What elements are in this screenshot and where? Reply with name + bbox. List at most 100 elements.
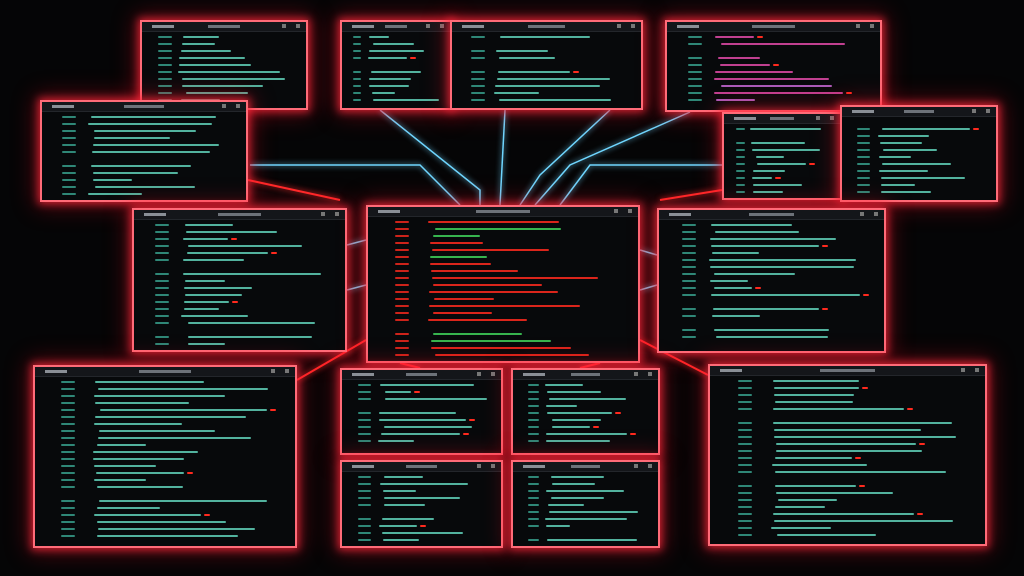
line-number	[857, 156, 870, 158]
terminal-output	[142, 32, 306, 108]
tab-label[interactable]	[144, 213, 166, 216]
tab-label[interactable]	[720, 369, 742, 372]
title-bar[interactable]	[142, 22, 306, 32]
terminal-window[interactable]	[708, 364, 987, 546]
line-number	[357, 433, 371, 435]
title-bar[interactable]	[134, 210, 345, 220]
window-controls[interactable]	[961, 368, 979, 372]
terminal-window-main[interactable]	[366, 205, 640, 363]
window-controls[interactable]	[634, 372, 652, 376]
window-controls[interactable]	[634, 464, 652, 468]
tab-label[interactable]	[52, 105, 74, 108]
line-number	[395, 312, 409, 314]
terminal-window[interactable]	[33, 365, 297, 548]
terminal-window[interactable]	[511, 460, 660, 548]
line-number	[352, 50, 362, 52]
code-line	[97, 528, 256, 530]
cyan-wire	[499, 109, 506, 206]
terminal-window[interactable]	[657, 208, 886, 353]
terminal-window[interactable]	[511, 368, 660, 455]
title-bar[interactable]	[724, 114, 840, 124]
code-line	[749, 128, 821, 130]
tab-label[interactable]	[852, 110, 874, 113]
cyan-wire	[534, 111, 691, 206]
code-line	[772, 408, 905, 410]
tab-label[interactable]	[45, 370, 67, 373]
line-number	[857, 184, 870, 186]
line-number	[155, 280, 170, 282]
line-number	[155, 259, 170, 261]
tab-label[interactable]	[734, 117, 756, 120]
title-bar[interactable]	[35, 367, 295, 377]
title-bar[interactable]	[842, 107, 996, 117]
line-number	[61, 437, 75, 439]
terminal-window[interactable]	[40, 100, 248, 202]
tab-label[interactable]	[523, 465, 545, 468]
terminal-window[interactable]	[665, 20, 882, 112]
terminal-window[interactable]	[840, 105, 998, 202]
window-controls[interactable]	[222, 104, 240, 108]
line-number	[357, 532, 371, 534]
line-number	[737, 443, 752, 445]
tab-label[interactable]	[378, 210, 400, 213]
terminal-window[interactable]	[340, 368, 503, 455]
title-bar[interactable]	[710, 366, 985, 376]
line-number	[395, 256, 409, 258]
code-line	[183, 259, 245, 261]
window-controls[interactable]	[271, 369, 289, 373]
title-bar[interactable]	[42, 102, 246, 112]
window-controls[interactable]	[477, 464, 495, 468]
line-number	[735, 184, 745, 186]
terminal-window[interactable]	[722, 112, 842, 200]
window-controls[interactable]	[282, 24, 300, 28]
window-controls[interactable]	[614, 209, 632, 213]
window-controls[interactable]	[856, 24, 874, 28]
line-number	[737, 499, 752, 501]
code-line	[708, 259, 856, 261]
terminal-window[interactable]	[450, 20, 643, 110]
line-number	[158, 92, 172, 94]
tab-label[interactable]	[677, 25, 699, 28]
terminal-window[interactable]	[132, 208, 347, 352]
terminal-window[interactable]	[140, 20, 308, 110]
line-number	[681, 308, 696, 310]
cyan-wire	[639, 284, 658, 291]
code-line	[551, 476, 605, 478]
tab-label[interactable]	[152, 25, 174, 28]
title-bar[interactable]	[342, 370, 501, 380]
window-controls[interactable]	[860, 212, 878, 216]
window-controls[interactable]	[426, 24, 444, 28]
title-bar[interactable]	[342, 462, 501, 472]
title-bar[interactable]	[667, 22, 880, 32]
terminal-output	[667, 32, 880, 110]
red-wire	[247, 179, 341, 201]
terminal-window[interactable]	[340, 20, 452, 110]
line-number	[155, 287, 170, 289]
code-line	[494, 85, 600, 87]
tab-label[interactable]	[352, 373, 374, 376]
window-controls[interactable]	[617, 24, 635, 28]
title-bar[interactable]	[513, 462, 658, 472]
line-number	[527, 483, 540, 485]
code-line	[880, 191, 931, 193]
code-line	[709, 238, 837, 240]
title-bar[interactable]	[342, 22, 450, 32]
title-bar[interactable]	[368, 207, 638, 217]
window-controls[interactable]	[972, 109, 990, 113]
terminal-window[interactable]	[340, 460, 503, 548]
line-number	[470, 71, 485, 73]
title-bar[interactable]	[513, 370, 658, 380]
title-bar[interactable]	[452, 22, 641, 32]
window-controls[interactable]	[321, 212, 339, 216]
line-number	[61, 535, 75, 537]
tab-label[interactable]	[352, 465, 374, 468]
tab-label[interactable]	[523, 373, 545, 376]
line-number	[155, 308, 170, 310]
tab-label[interactable]	[352, 25, 374, 28]
window-controls[interactable]	[477, 372, 495, 376]
line-number	[681, 252, 696, 254]
title-bar[interactable]	[659, 210, 884, 220]
tab-label[interactable]	[462, 25, 484, 28]
window-controls[interactable]	[816, 116, 834, 120]
tab-label[interactable]	[669, 213, 691, 216]
